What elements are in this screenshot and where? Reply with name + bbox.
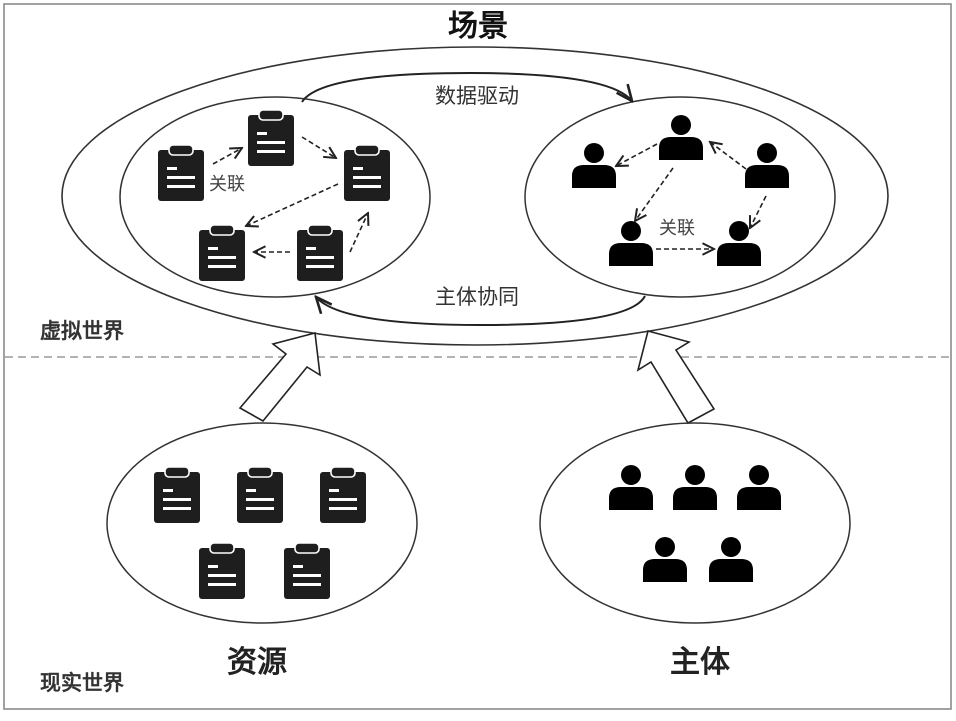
- person-icon: [609, 221, 653, 266]
- virtual-resources-ellipse: [119, 96, 431, 298]
- person-icon: [717, 221, 761, 266]
- real-resources-ellipse: [106, 422, 418, 624]
- clipboard-icon: [343, 144, 391, 202]
- clipboard-icon: [296, 224, 344, 282]
- clipboard-icon: [198, 542, 246, 600]
- person-icon: [609, 465, 653, 510]
- subject-mapping-arrow: [636, 330, 716, 425]
- data-driven-arc: [301, 71, 632, 102]
- real-resources-group: [153, 466, 367, 600]
- virtual-subjects-ellipse: [524, 96, 836, 298]
- relation-label: 关联: [209, 174, 245, 195]
- resource-mapping-arrow: [238, 331, 321, 423]
- subject-collab-label: 主体协同: [435, 285, 519, 309]
- clipboard-icon: [198, 224, 246, 282]
- subject-collab-arc: [316, 296, 646, 327]
- relation-arrow: [750, 195, 767, 228]
- clipboard-icon: [319, 466, 367, 524]
- relation-arrow: [349, 213, 368, 253]
- clipboard-icon: [236, 466, 284, 524]
- resources-label: 资源: [227, 645, 287, 680]
- diagram-frame: [3, 3, 952, 710]
- person-icon: [643, 537, 687, 582]
- person-icon: [709, 537, 753, 582]
- real-world-label: 现实世界: [40, 671, 124, 695]
- subjects-label: 主体: [670, 645, 731, 680]
- clipboard-icon: [157, 144, 205, 202]
- clipboard-icon: [153, 466, 201, 524]
- relation-arrow: [212, 148, 242, 165]
- clipboard-icon: [247, 109, 295, 167]
- data-driven-label: 数据驱动: [435, 84, 519, 108]
- relation-arrow: [246, 183, 339, 226]
- real-subjects-group: [609, 465, 781, 582]
- person-icon: [659, 115, 703, 160]
- relation-arrow: [710, 142, 747, 170]
- real-subjects-ellipse: [539, 422, 851, 624]
- relation-arrow: [301, 136, 336, 158]
- relation-arrow: [635, 167, 674, 221]
- person-icon: [572, 143, 616, 188]
- person-icon: [745, 143, 789, 188]
- relation-arrow: [616, 143, 658, 166]
- virtual-world-label: 虚拟世界: [40, 319, 124, 343]
- scene-ellipse: [61, 46, 889, 346]
- person-icon: [673, 465, 717, 510]
- clipboard-icon: [283, 542, 331, 600]
- scene-title: 场景: [448, 9, 508, 44]
- relation-label: 关联: [659, 218, 695, 239]
- virtual-subjects-group: 关联: [572, 115, 789, 266]
- virtual-resources-group: 关联: [157, 109, 391, 282]
- person-icon: [737, 465, 781, 510]
